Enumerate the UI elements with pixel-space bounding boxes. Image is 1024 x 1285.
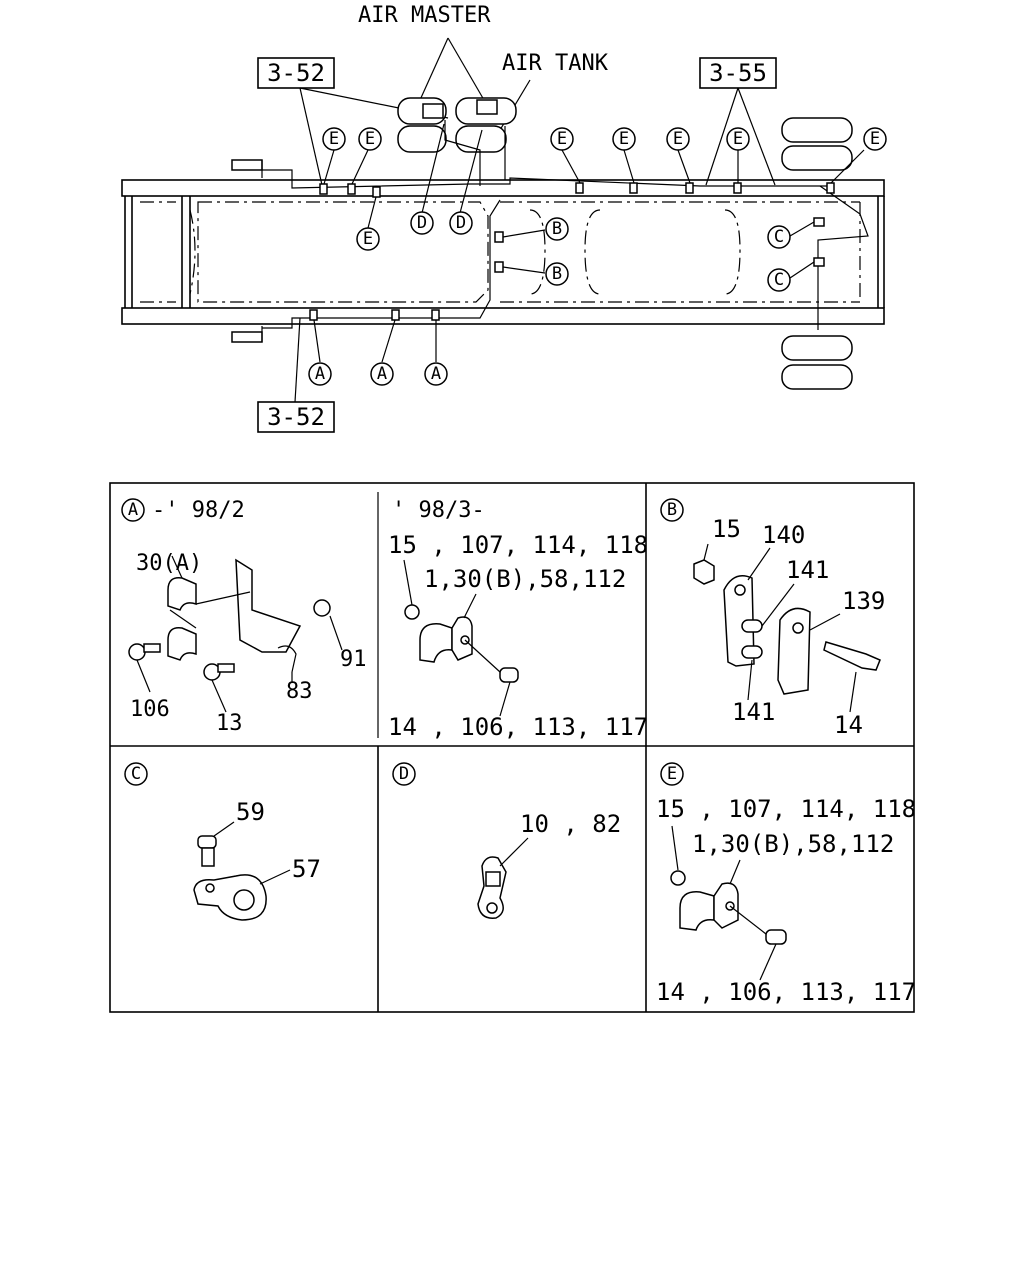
label-10-82: 10 , 82 — [520, 810, 621, 838]
detail-panel-b: B 15 140 141 139 141 14 — [660, 498, 885, 739]
detail-panel-d: D 10 , 82 — [392, 762, 621, 919]
marker-d: D — [456, 213, 466, 233]
detail-panel-a2: ' 98/3- 15 , 107, 114, 118 1,30(B),58,11… — [388, 498, 648, 741]
label-140: 140 — [762, 521, 805, 549]
clamp-part-a2 — [403, 559, 519, 717]
marker-e: E — [365, 129, 375, 149]
detail-grid — [109, 482, 915, 1013]
callout-E-5[interactable]: E — [612, 127, 636, 151]
panel-b-marker: B — [667, 500, 677, 520]
label-106: 106 — [130, 697, 170, 722]
pipe-clips — [309, 182, 835, 321]
detail-panel-e: E 15 , 107, 114, 118 1,30(B),58,112 14 ,… — [656, 762, 916, 1006]
callout-A-3[interactable]: A — [424, 362, 448, 386]
callout-C-2[interactable]: C — [767, 268, 791, 292]
marker-e: E — [673, 129, 683, 149]
clamp-part-a — [128, 555, 343, 713]
panel-e-line2: 1,30(B),58,112 — [692, 830, 894, 858]
panel-e-line3: 14 , 106, 113, 117 — [656, 978, 916, 1006]
callout-E-6[interactable]: E — [666, 127, 690, 151]
panel-a2-line3: 14 , 106, 113, 117 — [388, 713, 648, 741]
marker-a: A — [431, 364, 441, 384]
callout-E-3[interactable]: E — [356, 227, 380, 251]
ref-box-3-52-bottom[interactable]: 3-52 — [257, 401, 335, 433]
air-tank-label: AIR TANK — [502, 51, 609, 76]
callout-D-2[interactable]: D — [449, 211, 473, 235]
label-141-bottom: 141 — [732, 698, 775, 726]
air-pipes — [262, 120, 869, 330]
marker-e: E — [733, 129, 743, 149]
detail-panel-a: A -' 98/2 30(A) 91 106 83 13 — [121, 498, 367, 736]
callout-C-1[interactable]: C — [767, 225, 791, 249]
callout-leaders — [313, 123, 865, 363]
rear-tyres — [781, 117, 853, 390]
ref-box-3-55[interactable]: 3-55 — [699, 57, 777, 89]
chassis-frame — [121, 159, 885, 343]
callout-E-8[interactable]: E — [863, 127, 887, 151]
marker-b: B — [552, 264, 562, 284]
ref-3-52-top-text: 3-52 — [267, 59, 325, 87]
marker-e: E — [329, 129, 339, 149]
label-139: 139 — [842, 587, 885, 615]
label-57: 57 — [292, 855, 321, 883]
clamp-part-e — [670, 825, 787, 981]
marker-d: D — [417, 213, 427, 233]
callout-B-2[interactable]: B — [545, 262, 569, 286]
ref-3-55-text: 3-55 — [709, 59, 767, 87]
label-15-b: 15 — [712, 515, 741, 543]
panel-e-marker: E — [667, 764, 677, 784]
marker-b: B — [552, 219, 562, 239]
panel-d-marker: D — [399, 764, 409, 784]
panel-a-title: -' 98/2 — [152, 498, 245, 523]
air-master-label: AIR MASTER — [358, 3, 491, 28]
callout-B-1[interactable]: B — [545, 217, 569, 241]
label-83: 83 — [286, 679, 313, 704]
ref-box-3-52-top[interactable]: 3-52 — [257, 57, 335, 89]
callout-E-2[interactable]: E — [358, 127, 382, 151]
panel-a2-line1: 15 , 107, 114, 118 — [388, 531, 648, 559]
callout-E-4[interactable]: E — [550, 127, 574, 151]
panel-a2-line2: 1,30(B),58,112 — [424, 565, 626, 593]
callout-A-1[interactable]: A — [308, 362, 332, 386]
air-tank-group — [397, 97, 517, 153]
marker-e: E — [619, 129, 629, 149]
callout-E-7[interactable]: E — [726, 127, 750, 151]
label-59: 59 — [236, 798, 265, 826]
ref-3-52-bottom-text: 3-52 — [267, 403, 325, 431]
marker-a: A — [377, 364, 387, 384]
panel-a-marker: A — [128, 500, 138, 520]
bracket-part-b — [693, 543, 881, 713]
callout-A-2[interactable]: A — [370, 362, 394, 386]
panel-a2-title: ' 98/3- — [392, 498, 485, 523]
marker-e: E — [557, 129, 567, 149]
chassis-diagram: AIR MASTER AIR TANK 3-52 3-55 3-52 — [121, 3, 887, 433]
label-13: 13 — [216, 711, 243, 736]
panel-e-line1: 15 , 107, 114, 118 — [656, 795, 916, 823]
detail-panel-c: C 59 57 — [124, 762, 321, 921]
clip-part-c — [193, 821, 291, 921]
label-14-b: 14 — [834, 711, 863, 739]
label-141-top: 141 — [786, 556, 829, 584]
marker-e: E — [870, 129, 880, 149]
callout-D-1[interactable]: D — [410, 211, 434, 235]
clip-part-d — [477, 837, 529, 919]
marker-c: C — [774, 227, 784, 247]
marker-a: A — [315, 364, 325, 384]
marker-c: C — [774, 270, 784, 290]
marker-e: E — [363, 229, 373, 249]
label-91: 91 — [340, 647, 367, 672]
panel-c-marker: C — [131, 764, 141, 784]
label-30a: 30(A) — [136, 551, 202, 576]
callout-E-1[interactable]: E — [322, 127, 346, 151]
